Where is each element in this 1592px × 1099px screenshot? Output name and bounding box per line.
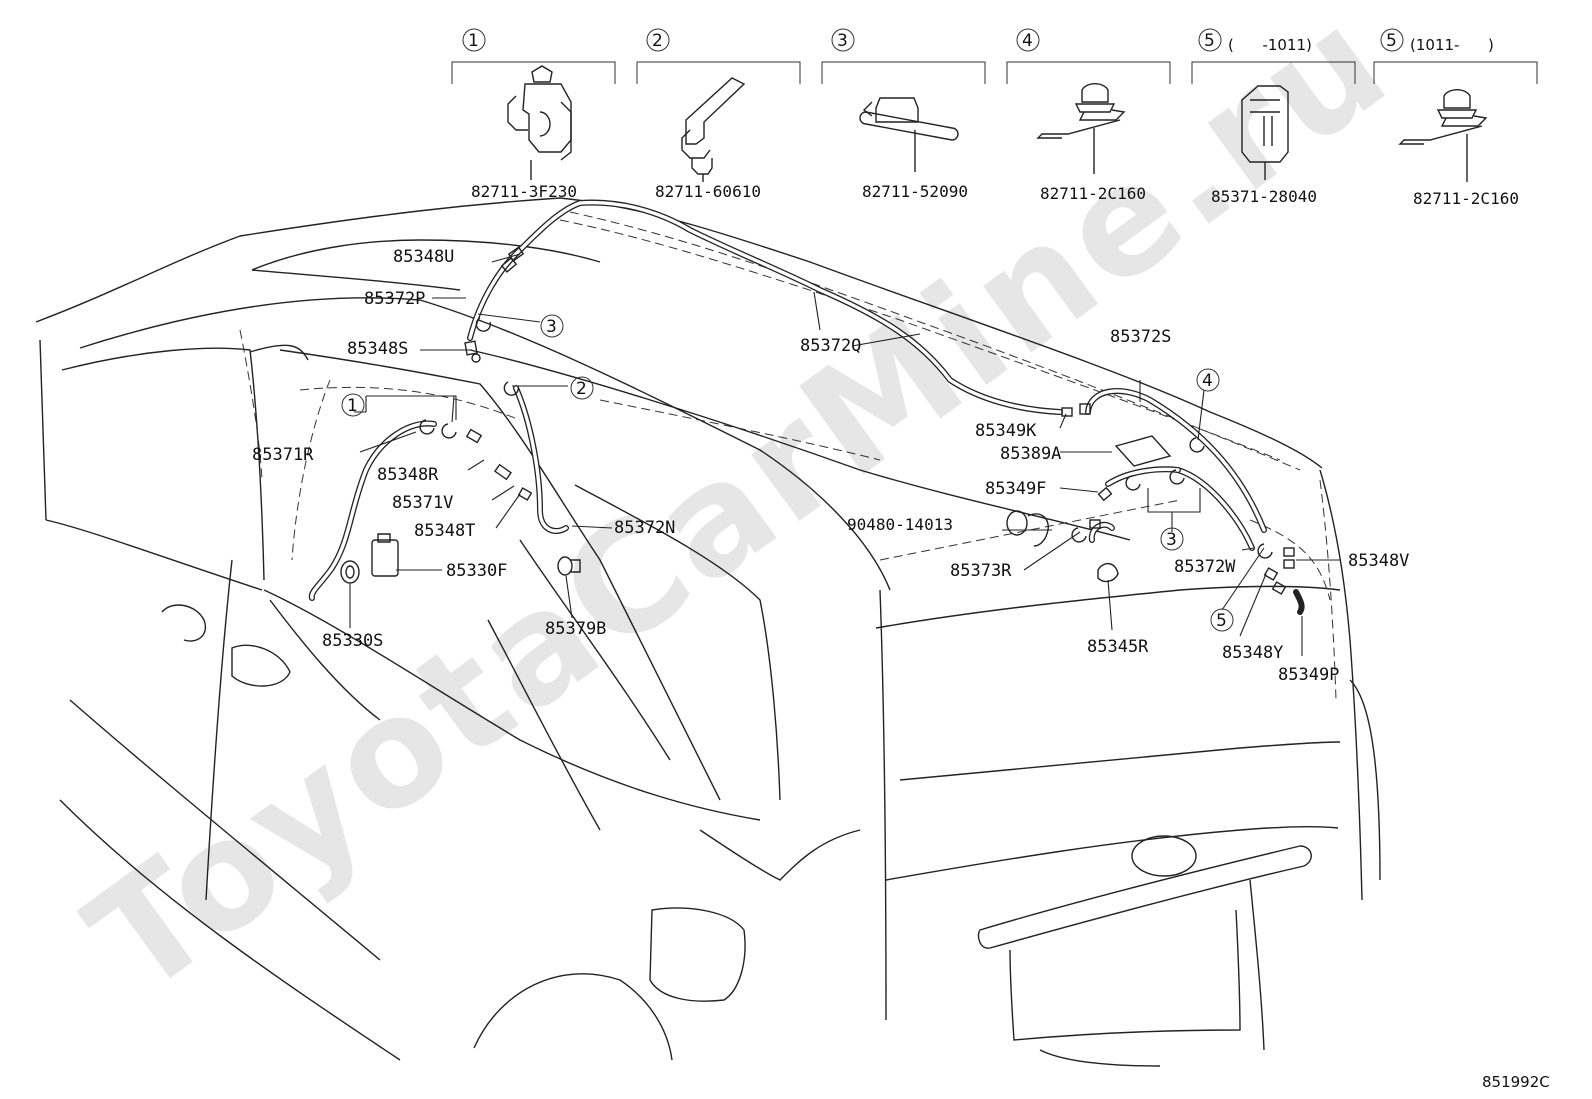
label-85371V: 85371V [392, 493, 453, 513]
legend-num-1: 1 [468, 31, 479, 51]
label-85379B: 85379B [545, 619, 606, 639]
legend-num-5a: 5 [1204, 31, 1215, 51]
label-85372Q: 85372Q [800, 336, 861, 356]
label-85348S: 85348S [347, 339, 408, 359]
legend-part-3: 82711-52090 [862, 182, 968, 201]
clip-4-drawing [1036, 83, 1126, 174]
label-85345R: 85345R [1087, 637, 1149, 657]
label-90480-14013: 90480-14013 [847, 515, 953, 534]
label-85372P: 85372P [364, 289, 425, 309]
leader-lines [349, 253, 1340, 656]
label-85372N: 85372N [614, 518, 675, 538]
watermark: ToyotaCarMine.ru [59, 0, 1420, 1029]
legend-num-3: 3 [837, 31, 848, 51]
label-85330S: 85330S [322, 631, 383, 651]
legend-part-4: 82711-2C160 [1040, 184, 1146, 203]
callout-5: 5 [1216, 611, 1227, 631]
label-85371R: 85371R [252, 445, 314, 465]
legend-part-1: 82711-3F230 [471, 182, 577, 201]
clip-legend: 1 2 3 4 5 5 ( -1011) (1011- ) [451, 28, 1538, 208]
label-85349K: 85349K [975, 421, 1037, 441]
clip-1-drawing [507, 65, 572, 180]
label-85348U: 85348U [393, 247, 454, 267]
hose-fittings [340, 246, 1295, 595]
legend-note-5b: (1011- ) [1410, 36, 1494, 54]
legend-part-2: 82711-60610 [655, 182, 761, 201]
callout-3-rear: 3 [1166, 530, 1177, 550]
legend-num-5b: 5 [1386, 31, 1397, 51]
clip-5a-drawing [1241, 85, 1289, 180]
callout-2: 2 [576, 379, 587, 399]
label-85348R: 85348R [377, 465, 439, 485]
diagram-code: 851992C [1482, 1073, 1550, 1091]
label-85348V: 85348V [1348, 551, 1409, 571]
label-85348T: 85348T [414, 521, 475, 541]
label-85349F: 85349F [985, 479, 1046, 499]
legend-brackets [451, 61, 1538, 84]
label-85348Y: 85348Y [1222, 643, 1283, 663]
legend-num-2: 2 [652, 31, 663, 51]
clip-5b-drawing [1398, 89, 1488, 182]
part-labels: 85348U 85372P 85348S 85372Q 85372S 85371… [252, 247, 1409, 685]
clip-2-drawing [681, 77, 746, 182]
label-85372S: 85372S [1110, 327, 1171, 347]
callout-1: 1 [347, 396, 358, 416]
clip-3-drawing [859, 97, 959, 172]
legend-part-5b: 82711-2C160 [1413, 189, 1519, 208]
callout-4: 4 [1202, 371, 1213, 391]
callout-circles [341, 314, 1234, 632]
label-85330F: 85330F [446, 561, 507, 581]
label-85349P: 85349P [1278, 665, 1339, 685]
legend-note-5a: ( -1011) [1228, 36, 1312, 54]
callout-3-roof: 3 [546, 317, 557, 337]
legend-num-4: 4 [1022, 31, 1033, 51]
label-85389A: 85389A [1000, 444, 1061, 464]
legend-part-5a: 85371-28040 [1211, 187, 1317, 206]
label-85373R: 85373R [950, 561, 1012, 581]
legend-number-circles [462, 28, 1404, 52]
label-85372W: 85372W [1174, 557, 1236, 577]
